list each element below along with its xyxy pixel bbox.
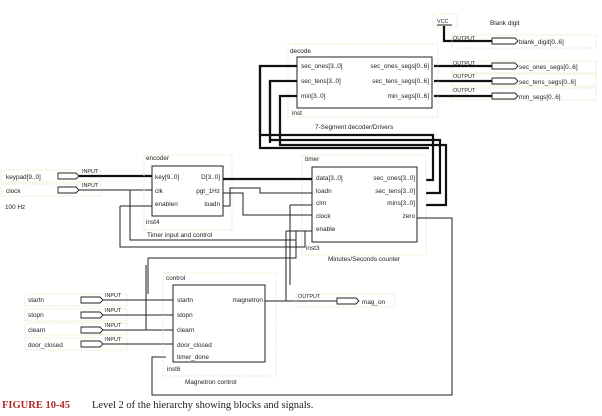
output-pin-min-segs: OUTPUT min_segs[0..6] xyxy=(451,87,597,101)
svg-text:min_segs[0..6]: min_segs[0..6] xyxy=(387,93,429,100)
svg-text:loadn: loadn xyxy=(316,188,332,195)
svg-text:stopn: stopn xyxy=(177,312,193,319)
svg-text:magnetron: magnetron xyxy=(232,297,263,304)
vcc-symbol: VCC xyxy=(432,13,492,43)
output-name: sec_ones_segs[0..6] xyxy=(519,64,578,71)
clock-note: 100 Hz xyxy=(5,204,25,211)
svg-text:clock: clock xyxy=(316,213,331,220)
svg-text:INPUT: INPUT xyxy=(105,323,122,329)
svg-text:key[9..0]: key[9..0] xyxy=(155,174,179,181)
svg-text:min[3..0]: min[3..0] xyxy=(301,93,326,100)
input-name: stopn xyxy=(28,312,44,319)
decode-description: 7-Segment decoder/Drivers xyxy=(315,124,393,131)
output-pin-blank-digit: OUTPUT blank_digit[0..6] xyxy=(451,34,597,49)
svg-text:clearn: clearn xyxy=(177,327,195,334)
svg-text:OUTPUT: OUTPUT xyxy=(453,36,476,42)
svg-text:D[3..0]: D[3..0] xyxy=(201,174,220,181)
svg-text:INPUT: INPUT xyxy=(105,308,122,314)
block-name: control xyxy=(166,275,185,282)
instance-name: inst6 xyxy=(167,366,181,373)
svg-text:timer_done: timer_done xyxy=(177,354,209,361)
svg-text:clk: clk xyxy=(155,188,164,195)
svg-text:enable: enable xyxy=(316,226,336,233)
svg-text:OUTPUT: OUTPUT xyxy=(298,294,321,300)
figure-caption: Level 2 of the hierarchy showing blocks … xyxy=(92,400,313,411)
block-name: encoder xyxy=(146,155,170,162)
instance-name: inst3 xyxy=(306,245,320,252)
svg-text:INPUT: INPUT xyxy=(82,169,99,175)
decode-block[interactable]: decode sec_ones[3..0] sec_tens[3..0] min… xyxy=(287,43,439,118)
output-pin-mag-on: OUTPUT mag_on xyxy=(295,293,396,308)
svg-text:loadn: loadn xyxy=(204,201,220,208)
output-name: blank_digit[0..6] xyxy=(519,39,564,46)
timer-block[interactable]: timer data[3..0] loadn clrn clock enable… xyxy=(301,154,427,256)
svg-text:sec_ones[3..0]: sec_ones[3..0] xyxy=(373,175,415,182)
svg-text:OUTPUT: OUTPUT xyxy=(453,88,476,94)
control-block[interactable]: control startn stopn clearn door_closed … xyxy=(162,272,277,377)
output-pin-sec-tens-segs: OUTPUT sec_tens_segs[0..6] xyxy=(451,73,597,87)
svg-text:sec_ones[3..0]: sec_ones[3..0] xyxy=(301,63,343,70)
input-name: door_closed xyxy=(28,342,63,349)
svg-text:zero: zero xyxy=(403,213,416,220)
output-name: mag_on xyxy=(362,299,386,306)
svg-text:INPUT: INPUT xyxy=(105,337,122,343)
output-name: sec_tens_segs[0..6] xyxy=(519,79,576,86)
svg-text:OUTPUT: OUTPUT xyxy=(453,74,476,80)
svg-text:startn: startn xyxy=(177,297,193,304)
input-pin-clearn: clearn INPUT xyxy=(24,322,128,336)
svg-text:OUTPUT: OUTPUT xyxy=(453,61,476,67)
input-name: clearn xyxy=(28,327,46,334)
instance-name: inst xyxy=(292,110,302,117)
input-name: startn xyxy=(28,297,44,304)
svg-text:sec_tens[3..0]: sec_tens[3..0] xyxy=(301,78,341,85)
svg-text:sec_tens[3..0]: sec_tens[3..0] xyxy=(375,188,415,195)
svg-text:sec_ones_segs[0..6]: sec_ones_segs[0..6] xyxy=(370,63,429,70)
input-name: keypad[9..0] xyxy=(6,174,41,181)
svg-text:door_closed: door_closed xyxy=(177,342,212,349)
svg-text:sec_tens_segs[0..6]: sec_tens_segs[0..6] xyxy=(372,78,429,85)
input-name: clock xyxy=(6,188,21,195)
svg-text:data[3..0]: data[3..0] xyxy=(316,175,343,182)
figure-number: FIGURE 10-45 xyxy=(2,400,70,411)
svg-text:mins[3..0]: mins[3..0] xyxy=(387,200,415,207)
output-name: min_segs[0..6] xyxy=(519,94,561,101)
block-name: timer xyxy=(305,156,320,163)
control-description: Magnetron control xyxy=(185,379,237,386)
svg-text:enablen: enablen xyxy=(155,201,178,208)
timer-description: Minutes/Seconds counter xyxy=(328,256,401,263)
vcc-label: VCC xyxy=(437,19,448,25)
svg-text:INPUT: INPUT xyxy=(82,183,99,189)
svg-text:INPUT: INPUT xyxy=(105,293,122,299)
instance-name: inst4 xyxy=(146,219,160,226)
block-name: decode xyxy=(290,48,311,55)
svg-text:pgt_1Hz: pgt_1Hz xyxy=(196,188,220,195)
input-pin-door-closed: door_closed INPUT xyxy=(24,337,128,351)
svg-text:clrn: clrn xyxy=(316,200,327,207)
encoder-block[interactable]: encoder key[9..0] clk enablen D[3..0] pg… xyxy=(143,154,233,231)
encoder-description: Timer input and control xyxy=(147,232,212,239)
blank-digit-note: Blank digit xyxy=(490,20,520,27)
